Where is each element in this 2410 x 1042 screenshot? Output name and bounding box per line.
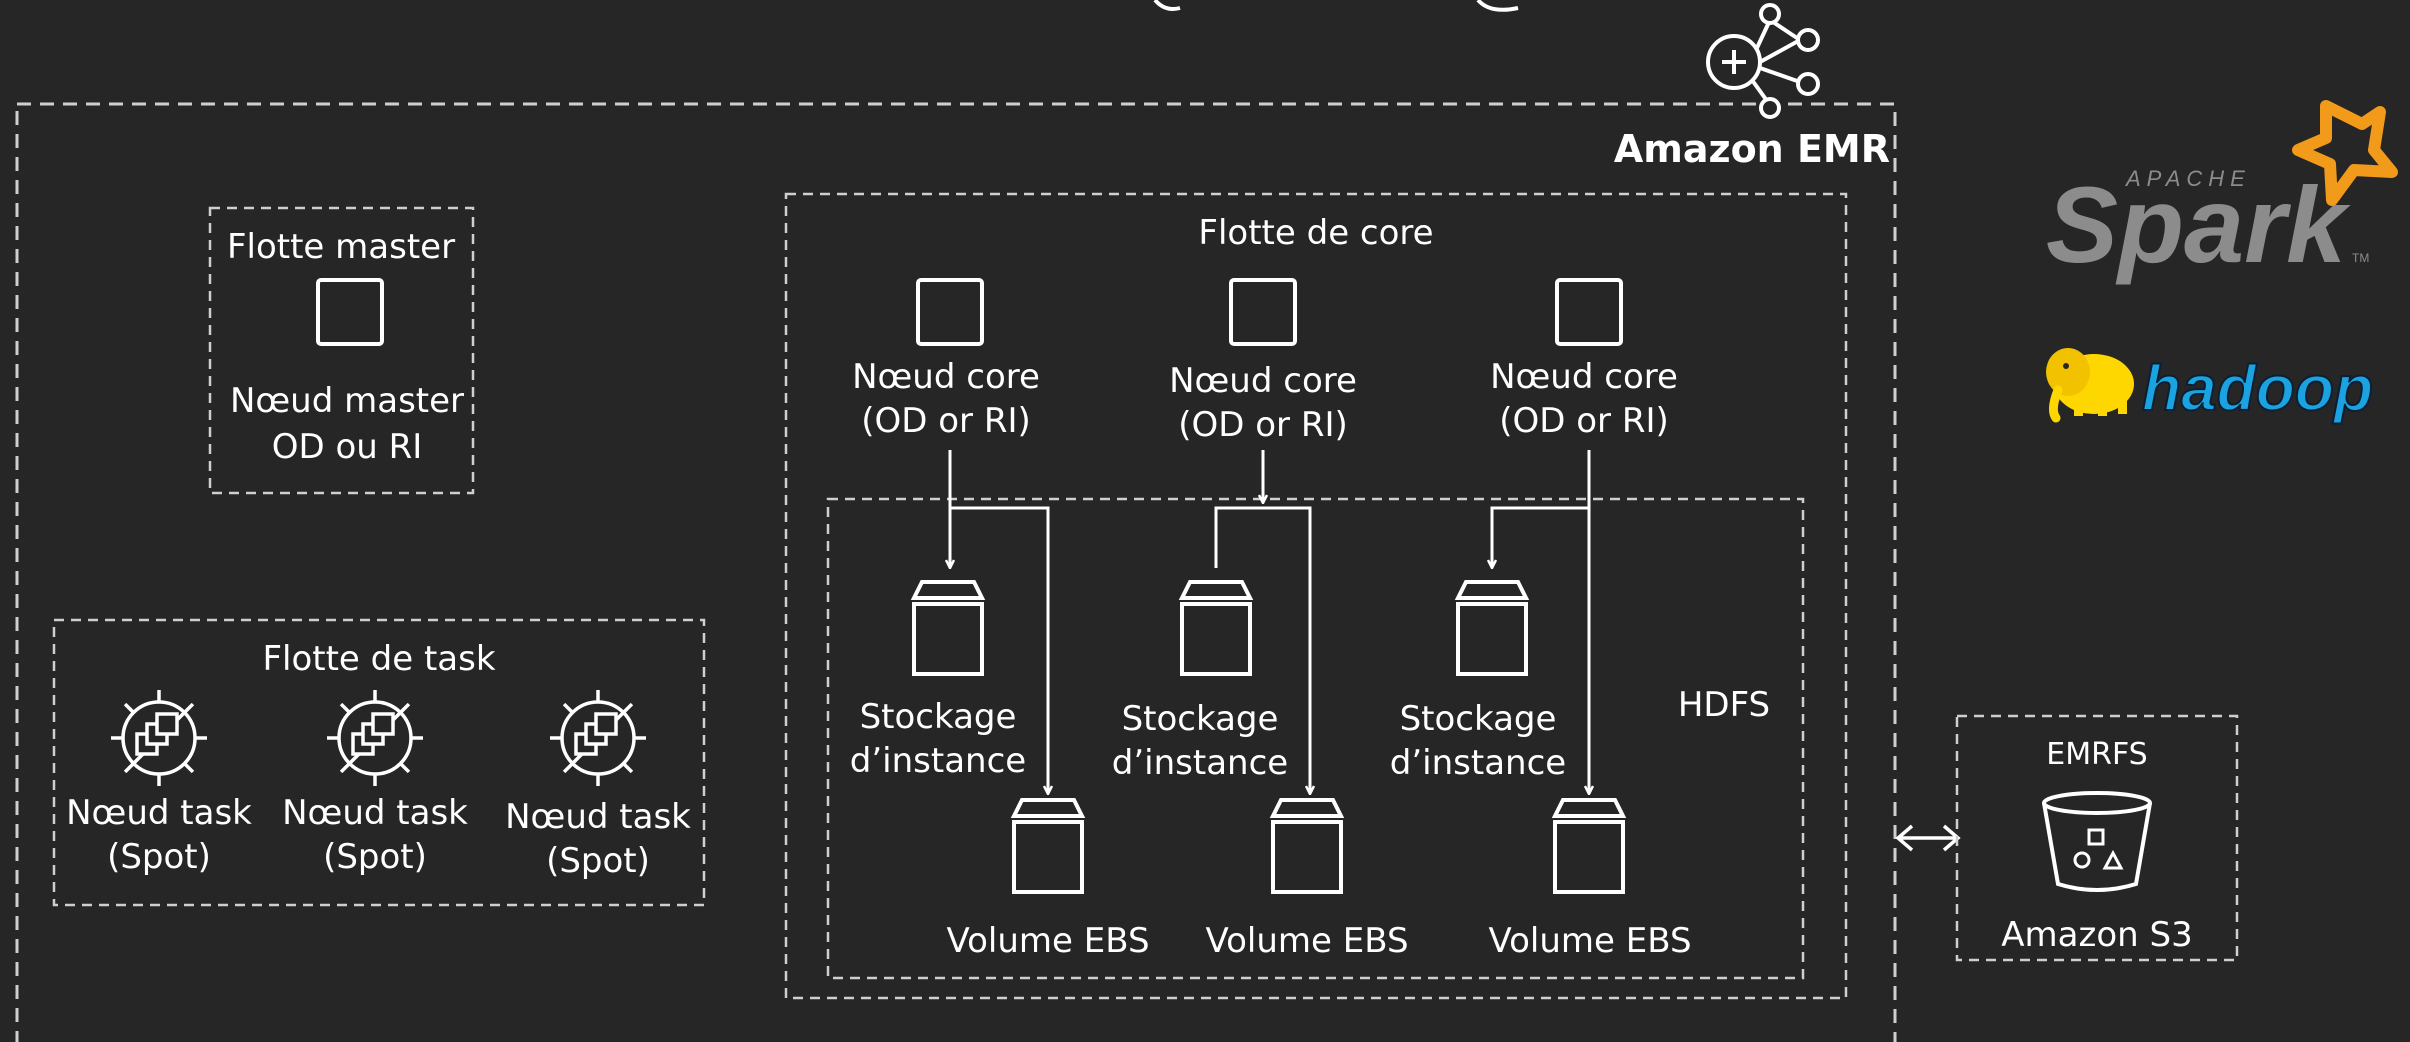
- task-node-2-label-line2: (Spot): [323, 837, 427, 877]
- spark-star-icon: [2292, 100, 2398, 206]
- hdfs-box: [826, 497, 1805, 980]
- core-node-2-icon: [1229, 278, 1297, 346]
- task-fleet-title: Flotte de task: [262, 639, 495, 679]
- hadoop-elephant-icon: [2046, 348, 2134, 423]
- emr-cluster-icon: [1706, 3, 1820, 119]
- emr-label: Amazon EMR: [1614, 127, 1890, 171]
- core-fleet-title: Flotte de core: [1198, 213, 1433, 253]
- core-node-3-label-line2: (OD or RI): [1499, 401, 1669, 441]
- ebs-volume-3-icon: [1551, 798, 1627, 894]
- spot-instance-icon: [550, 690, 646, 786]
- instance-store-3-icon: [1454, 580, 1530, 676]
- task-node-3-label-line2: (Spot): [546, 841, 650, 881]
- instance-store-2-label-line1: Stockage: [1122, 699, 1279, 739]
- instance-store-2-icon: [1178, 580, 1254, 676]
- s3-bucket-icon: [2042, 791, 2152, 892]
- apache-spark-logo: APACHE Spark TM: [2046, 100, 2398, 285]
- hadoop-wordmark: hadoop: [2142, 352, 2373, 424]
- master-node-label-line2: OD ou RI: [272, 427, 423, 467]
- master-fleet-title: Flotte master: [227, 227, 455, 267]
- core-node-1-icon: [916, 278, 984, 346]
- core-node-3-icon: [1555, 278, 1623, 346]
- cropped-title-fragment: [1153, 0, 1519, 12]
- core-node-1-label-line1: Nœud core: [852, 357, 1040, 397]
- ebs-volume-2-label: Volume EBS: [1205, 921, 1408, 961]
- core-node-2-label-line2: (OD or RI): [1178, 405, 1348, 445]
- master-fleet-box: [208, 206, 475, 495]
- spot-instance-icon: [327, 690, 423, 786]
- core-node-3-label-line1: Nœud core: [1490, 357, 1678, 397]
- master-node-icon: [316, 278, 384, 346]
- core-node-1-label-line2: (OD or RI): [861, 401, 1031, 441]
- core-fleet-box: [784, 192, 1848, 1000]
- instance-store-1-icon: [910, 580, 986, 676]
- core-node-3-connectors: [1492, 450, 1589, 794]
- emr-cluster-boundary: [15, 102, 1897, 1042]
- instance-store-2-label-line2: d’instance: [1112, 743, 1288, 783]
- amazon-s3-label: Amazon S3: [2001, 915, 2192, 955]
- task-fleet-box: [52, 618, 706, 907]
- ebs-volume-1-label: Volume EBS: [946, 921, 1149, 961]
- emrfs-bidirectional-arrow: [1895, 824, 1961, 852]
- ebs-volume-1-icon: [1010, 798, 1086, 894]
- spot-instance-icon: [111, 690, 207, 786]
- task-node-1-label-line2: (Spot): [107, 837, 211, 877]
- hdfs-label: HDFS: [1678, 685, 1770, 725]
- instance-store-1-label-line2: d’instance: [850, 741, 1026, 781]
- master-node-label-line1: Nœud master: [230, 381, 464, 421]
- task-node-1-label-line1: Nœud task: [66, 793, 252, 833]
- core-node-2-connectors: [1214, 450, 1310, 794]
- ebs-volume-3-label: Volume EBS: [1488, 921, 1691, 961]
- instance-store-3-label-line1: Stockage: [1400, 699, 1557, 739]
- task-node-2-label-line1: Nœud task: [282, 793, 468, 833]
- hadoop-logo: hadoop: [2046, 348, 2374, 425]
- instance-store-1-label-line1: Stockage: [860, 697, 1017, 737]
- spark-logo-apache: APACHE: [2124, 166, 2251, 191]
- core-node-1-connectors: [950, 450, 1048, 794]
- s3-box: [1955, 714, 2239, 962]
- spark-logo-tm: TM: [2352, 251, 2369, 265]
- instance-store-3-label-line2: d’instance: [1390, 743, 1566, 783]
- emrfs-label: EMRFS: [2046, 737, 2147, 772]
- ebs-volume-2-icon: [1269, 798, 1345, 894]
- spark-logo-wordmark: Spark: [2046, 164, 2351, 285]
- task-node-3-label-line1: Nœud task: [505, 797, 691, 837]
- core-node-2-label-line1: Nœud core: [1169, 361, 1357, 401]
